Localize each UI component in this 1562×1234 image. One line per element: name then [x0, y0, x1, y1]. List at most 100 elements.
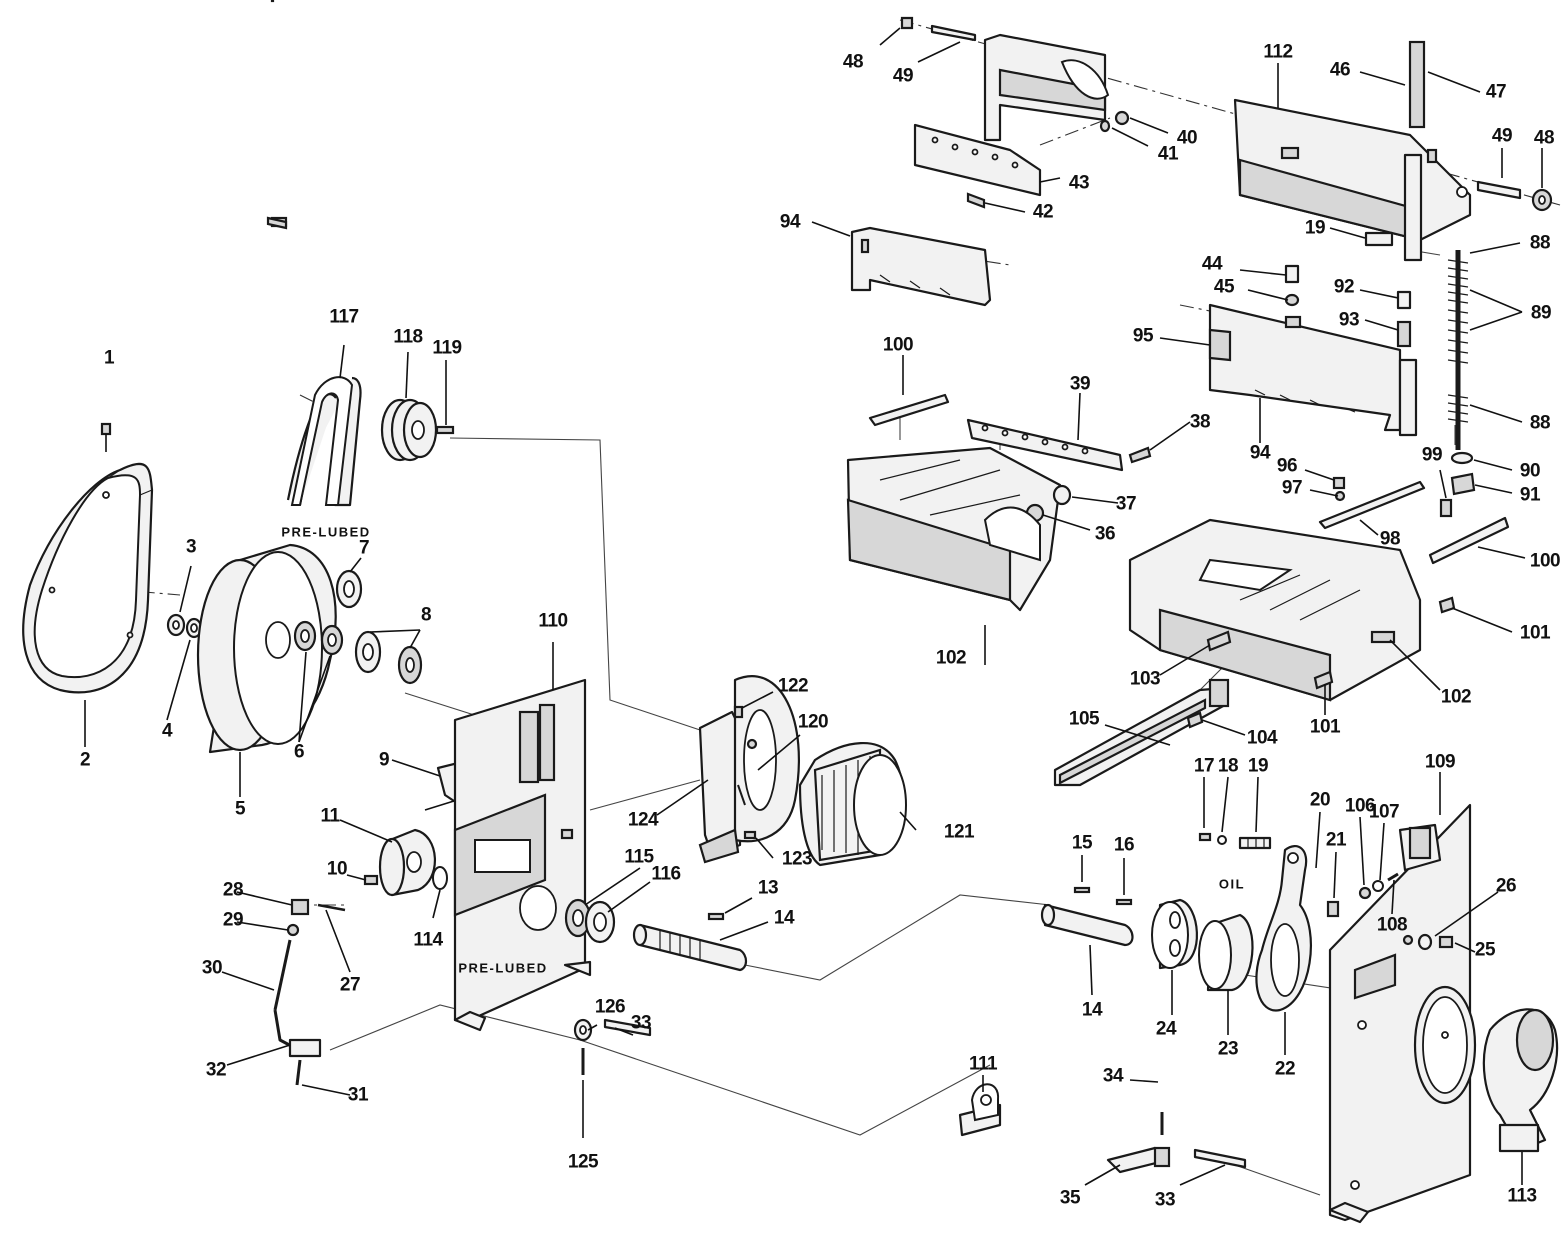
- callout-36: 36: [1094, 523, 1116, 545]
- callout-30: 30: [201, 957, 223, 979]
- gearbox-113: [1482, 1008, 1559, 1153]
- flywheel-5: [196, 543, 337, 754]
- callout-95: 95: [1132, 325, 1154, 347]
- callout-40: 40: [1176, 127, 1198, 149]
- callout-19a: 19: [1247, 755, 1269, 777]
- callout-27: 27: [339, 974, 361, 996]
- callout-94a: 94: [779, 211, 801, 233]
- callout-112: 112: [1263, 41, 1293, 63]
- rear-frame-43: [270, 0, 1130, 197]
- callout-109: 109: [1424, 751, 1456, 773]
- callout-37: 37: [1115, 493, 1137, 515]
- callout-7: 7: [358, 537, 370, 559]
- callout-124: 124: [627, 809, 659, 831]
- v-belts-117: [286, 376, 362, 507]
- callout-49a: 49: [892, 65, 914, 87]
- belt-guard: [22, 462, 154, 694]
- callout-15: 15: [1071, 832, 1093, 854]
- callout-25: 25: [1474, 939, 1496, 961]
- callout-48a: 48: [842, 51, 864, 73]
- callout-105: 105: [1068, 708, 1100, 730]
- callout-26: 26: [1495, 875, 1517, 897]
- callout-114: 114: [413, 929, 443, 951]
- callout-90: 90: [1519, 460, 1541, 482]
- callout-47: 47: [1485, 81, 1507, 103]
- callout-117: 117: [329, 306, 359, 328]
- callout-96: 96: [1276, 455, 1298, 477]
- callout-4: 4: [161, 720, 173, 742]
- callout-126: 126: [594, 996, 626, 1018]
- callout-98: 98: [1379, 528, 1401, 550]
- callout-125: 125: [567, 1151, 599, 1173]
- motor-bracket-124: [698, 675, 800, 864]
- spring-rod-88-89: [1447, 250, 1476, 496]
- callout-24: 24: [1155, 1018, 1177, 1040]
- callout-110: 110: [538, 610, 568, 632]
- side-plate-110: [453, 678, 592, 1032]
- callout-48b: 48: [1533, 127, 1555, 149]
- callout-35: 35: [1059, 1187, 1081, 1209]
- shaft-pin-125-126-33: [573, 1018, 652, 1075]
- motor-121: [798, 741, 907, 867]
- callout-88a: 88: [1529, 232, 1551, 254]
- callout-32: 32: [205, 1059, 227, 1081]
- callout-1: 1: [103, 347, 115, 369]
- pre-lubed-note-flywheel: PRE-LUBED: [281, 524, 371, 540]
- callout-89: 89: [1530, 302, 1552, 324]
- callout-44: 44: [1201, 253, 1223, 275]
- callout-41: 41: [1157, 143, 1179, 165]
- callout-101b: 101: [1309, 716, 1341, 738]
- bearings-6-7-8: [293, 569, 423, 685]
- pre-lubed-note-plate: PRE-LUBED: [458, 960, 548, 976]
- shaft-14-right: [1040, 886, 1134, 947]
- screw-42-visible: [266, 216, 288, 230]
- callout-102b: 102: [1440, 686, 1472, 708]
- rail-39: [966, 418, 1152, 472]
- callout-49b: 49: [1491, 125, 1513, 147]
- callout-100a: 100: [882, 334, 914, 356]
- leader-lines: [84, 27, 1543, 1186]
- callout-93: 93: [1338, 309, 1360, 331]
- screw-42-part: [966, 192, 986, 209]
- callout-33b: 33: [1154, 1189, 1176, 1211]
- callout-107: 107: [1368, 801, 1400, 823]
- callout-9: 9: [378, 749, 390, 771]
- callout-116: 116: [651, 863, 681, 885]
- bolt-10: [363, 874, 379, 886]
- callout-22: 22: [1274, 1058, 1296, 1080]
- ring-23: [1198, 913, 1254, 992]
- callout-123: 123: [781, 848, 813, 870]
- oil-note: OIL: [1218, 876, 1246, 892]
- callout-39: 39: [1069, 373, 1091, 395]
- callout-106: 106: [1344, 795, 1376, 817]
- bracket-111: [958, 1083, 1002, 1137]
- rail-100-left: [868, 393, 950, 427]
- callout-97: 97: [1281, 477, 1303, 499]
- side-plate-109: [1328, 803, 1477, 1224]
- bearing-115-116: [564, 898, 616, 944]
- callout-8: 8: [420, 604, 432, 626]
- callout-118: 118: [393, 326, 423, 348]
- callout-11: 11: [320, 805, 340, 827]
- table-102-right: [1128, 518, 1456, 702]
- callout-3: 3: [185, 536, 197, 558]
- carriage-112: [1233, 98, 1472, 262]
- callout-20: 20: [1309, 789, 1331, 811]
- callout-94b: 94: [1249, 442, 1271, 464]
- callout-13: 13: [757, 877, 779, 899]
- callout-28: 28: [222, 879, 244, 901]
- callout-43: 43: [1068, 172, 1090, 194]
- callout-2: 2: [79, 749, 91, 771]
- washer-bolt-25-26: [1402, 933, 1454, 951]
- callout-29: 29: [222, 909, 244, 931]
- callout-115: 115: [624, 846, 654, 868]
- callout-91: 91: [1519, 484, 1541, 506]
- cam-24: [1151, 898, 1199, 970]
- callout-108: 108: [1376, 914, 1408, 936]
- pedal-35-pin-34: [1106, 1112, 1171, 1174]
- frame-94-left: [850, 226, 992, 307]
- frame-94-right-95: [1208, 303, 1418, 437]
- callout-19b: 19: [1304, 217, 1326, 239]
- callout-92: 92: [1333, 276, 1355, 298]
